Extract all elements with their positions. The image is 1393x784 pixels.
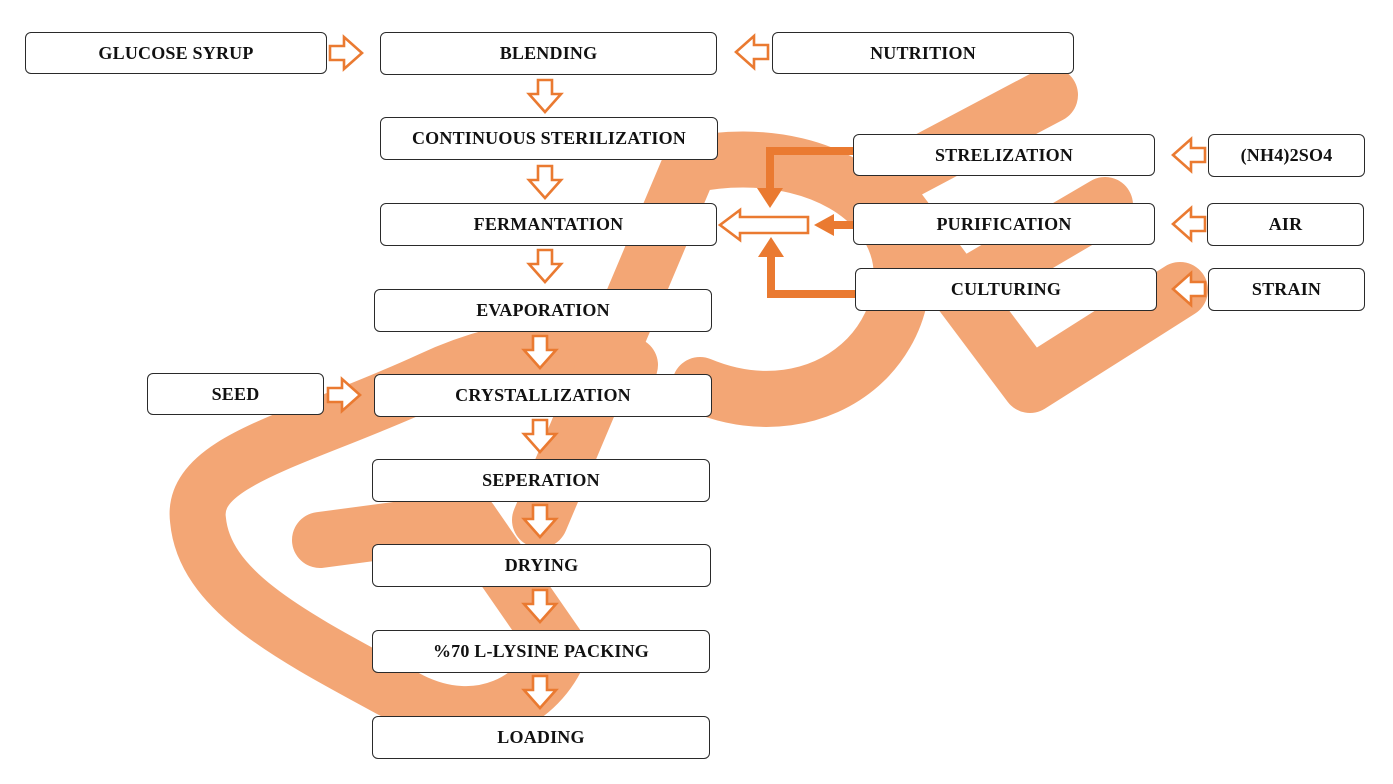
node-label: DRYING (504, 555, 579, 575)
node-label: CULTURING (950, 279, 1062, 299)
connector-culturing-head (758, 237, 784, 257)
node-seperation: SEPERATION (372, 459, 710, 502)
arrow-air-to-purification (1171, 206, 1207, 242)
node-continuous-sterilization: CONTINUOUS STERILIZATION (380, 117, 718, 160)
connector-strelization-line (766, 147, 854, 190)
arrow-nh4so4-to-strelization (1171, 137, 1207, 173)
node-evaporation: EVAPORATION (374, 289, 712, 332)
node-label: %70 L-LYSINE PACKING (432, 641, 650, 661)
node-label: CONTINUOUS STERILIZATION (411, 128, 687, 148)
arrow-strain-to-culturing (1171, 271, 1207, 307)
node-fermantation: FERMANTATION (380, 203, 717, 246)
arrow-fermantation-to-evaporation (527, 248, 563, 284)
node-label: GLUCOSE SYRUP (98, 42, 254, 63)
arrow-crystallization-to-seperation (522, 418, 558, 454)
node-label: STRELIZATION (934, 144, 1074, 165)
arrow-glucose-to-blending (328, 35, 364, 71)
arrow-evaporation-to-crystallization (522, 334, 558, 370)
node-purification: PURIFICATION (853, 203, 1155, 245)
connector-strelization-head (757, 188, 783, 208)
node-glucose-syrup: GLUCOSE SYRUP (25, 32, 327, 74)
arrow-seperation-to-drying (522, 503, 558, 539)
node-label: PURIFICATION (936, 213, 1072, 234)
node-label: (NH4)2SO4 (1240, 145, 1333, 165)
arrow-blending-to-sterilization (527, 78, 563, 114)
node-seed: SEED (147, 373, 324, 415)
node-strelization: STRELIZATION (853, 134, 1155, 176)
node-label: NUTRITION (870, 42, 976, 63)
arrow-seed-to-crystallization (326, 377, 362, 413)
node-label: EVAPORATION (476, 300, 610, 320)
arrow-sterilization-to-fermantation (527, 164, 563, 200)
node-label: AIR (1268, 214, 1303, 234)
node-label: SEPERATION (482, 470, 600, 490)
node-air: AIR (1207, 203, 1364, 246)
node-label: LOADING (497, 727, 585, 747)
arrow-drying-to-packing (522, 588, 558, 624)
node-packing: %70 L-LYSINE PACKING (372, 630, 710, 673)
node-crystallization: CRYSTALLIZATION (374, 374, 712, 417)
node-loading: LOADING (372, 716, 710, 759)
node-nutrition: NUTRITION (772, 32, 1074, 74)
node-label: STRAIN (1251, 279, 1322, 299)
node-label: CRYSTALLIZATION (455, 385, 631, 405)
arrow-nutrition-to-blending (734, 34, 770, 70)
connector-culturing-line (767, 255, 856, 298)
connector-purification-head (814, 214, 834, 236)
arrow-merge-to-fermantation (717, 207, 810, 243)
node-strain: STRAIN (1208, 268, 1365, 311)
watermark-letter-g (169, 319, 658, 743)
node-label: BLENDING (499, 43, 598, 63)
node-blending: BLENDING (380, 32, 717, 75)
arrow-packing-to-loading (522, 674, 558, 710)
node-culturing: CULTURING (855, 268, 1157, 311)
node-nh4so4: (NH4)2SO4 (1208, 134, 1365, 177)
node-label: SEED (211, 383, 260, 404)
node-label: FERMANTATION (473, 214, 624, 234)
node-drying: DRYING (372, 544, 711, 587)
